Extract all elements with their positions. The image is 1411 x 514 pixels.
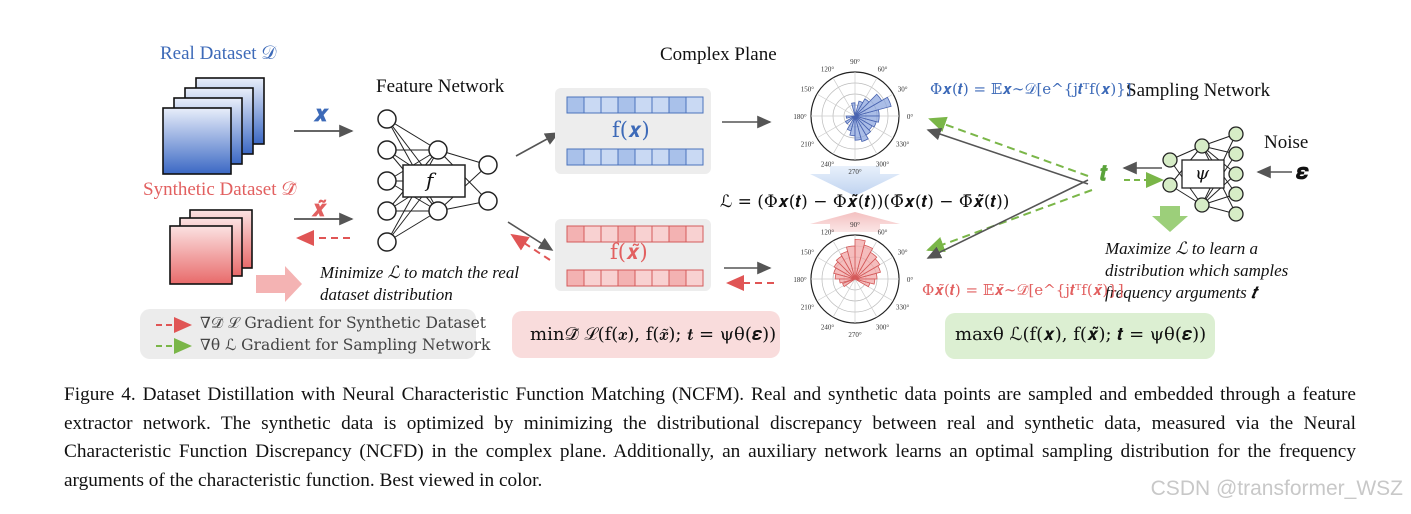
figure-caption: Figure 4. Dataset Distillation with Neur… [64,384,1356,491]
psi-symbol: ψ [1195,163,1210,184]
fx-tilde-label: f(𝒙̃) [610,240,648,264]
plane-real-to-t-green [928,116,1089,177]
svg-text:180°: 180° [793,276,807,284]
svg-text:0°: 0° [907,276,914,284]
svg-text:270°: 270° [848,331,862,339]
svg-text:60°: 60° [878,228,888,236]
t-to-plane-syn-arrow [926,179,1089,259]
legend-green-label: ∇θ ℒ Gradient for Sampling Network [200,336,491,354]
svg-text:120°: 120° [821,65,835,73]
svg-text:30°: 30° [898,249,908,257]
polar-plot-real: 90° 60° 30° 0° 330° 300° 270° 240° 210° 180° 150° 1… [793,58,913,176]
fx-label: f(𝒙) [612,118,650,142]
real-embedding-vector-top [566,96,704,114]
syn-embedding-vector-bottom [566,269,704,287]
phi-syn-formula: Φ𝒙̃(𝒕) = 𝔼𝒙̃∼𝒟̃[e^{j𝒕ᵀf(𝒙̃)}] [922,281,1124,299]
minimize-note: Minimize ℒ to match the real dataset dis… [320,263,520,304]
max-objective-formula: maxθ ℒ(f(𝒙), f(𝒙̃); 𝒕 = ψθ(𝜺)) [955,324,1207,345]
complex-plane-title: Complex Plane [660,44,777,65]
t-symbol: 𝒕 [1100,160,1108,186]
svg-text:270°: 270° [848,168,862,176]
svg-text:210°: 210° [801,141,815,149]
svg-text:30°: 30° [898,86,908,94]
epsilon-symbol: 𝜺 [1296,159,1309,185]
svg-text:150°: 150° [801,86,815,94]
watermark: CSDN @transformer_WSZ [1150,477,1403,500]
f-symbol: f [426,168,434,192]
svg-text:0°: 0° [907,113,914,121]
svg-text:330°: 330° [896,141,910,149]
feature-network-title: Feature Network [376,76,505,97]
syn-embedding-vector-top [566,225,704,243]
svg-text:240°: 240° [821,324,835,332]
svg-text:240°: 240° [821,161,835,169]
feature-to-real-embedding-arrow [515,132,560,157]
t-to-plane-real-arrow [926,128,1089,185]
noise-label: Noise [1264,132,1309,153]
plane-syn-to-t-green [926,189,1093,253]
x-symbol: 𝒙 [314,101,329,127]
gradient-legend [140,309,476,359]
min-objective-formula: min𝒟̃ ℒ(f(𝒙), f(𝒙̃); 𝒕 = ψθ(𝜺)) [530,324,777,345]
min-objective-box [512,311,780,358]
syn-cf-up-arrow [810,212,900,232]
legend-red-label: ∇𝒟̃ ℒ Gradient for Synthetic Dataset [200,314,486,332]
svg-text:210°: 210° [801,304,815,312]
sampling-network [1162,126,1244,222]
real-dataset-title: Real Dataset 𝒟 [160,43,277,64]
real-dataset-stack [162,77,265,175]
svg-text:90°: 90° [850,221,860,229]
sampling-network-title: Sampling Network [1126,80,1271,101]
svg-text:300°: 300° [876,161,890,169]
svg-text:150°: 150° [801,249,815,257]
real-embedding-vector-bottom [566,148,704,166]
svg-text:60°: 60° [878,65,888,73]
max-objective-box [945,313,1215,359]
feature-network-nodes [377,109,498,252]
svg-text:330°: 330° [896,304,910,312]
synthetic-dataset-title: Synthetic Dataset 𝒟̃ [143,179,297,200]
svg-text:180°: 180° [793,113,807,121]
synthetic-update-arrow [256,266,302,302]
phi-real-formula: Φ𝒙(𝒕) = 𝔼𝒙∼𝒟[e^{j𝒕ᵀf(𝒙)}] [930,80,1132,98]
ncfm-diagram: 90° 60° 30° 0° 330° 300° 270° 240° 210° 180° 150° 1… [156,58,1292,354]
synthetic-dataset-stack [169,209,253,285]
feature-to-syn-embedding-arrow [507,221,554,251]
x-tilde-symbol: 𝒙̃ [312,196,327,222]
maximize-note: Maximize ℒ to learn a distribution which… [1105,239,1289,302]
maximize-down-arrow [1152,206,1188,232]
polar-plot-synthetic: 90° 60° 30° 0° 330° 300° 270° 240° 210° 180° 150° 1… [793,221,913,339]
real-cf-down-arrow [810,166,900,196]
svg-text:120°: 120° [821,228,835,236]
syn-embedding-gradient-arrow [510,233,551,261]
loss-formula: ℒ = (Φ𝒙(𝒕) − Φ𝒙̃(𝒕))(Φ̄𝒙(𝒕) − Φ̄𝒙̃(𝒕)) [720,192,1010,212]
svg-text:90°: 90° [850,58,860,66]
svg-text:300°: 300° [876,324,890,332]
